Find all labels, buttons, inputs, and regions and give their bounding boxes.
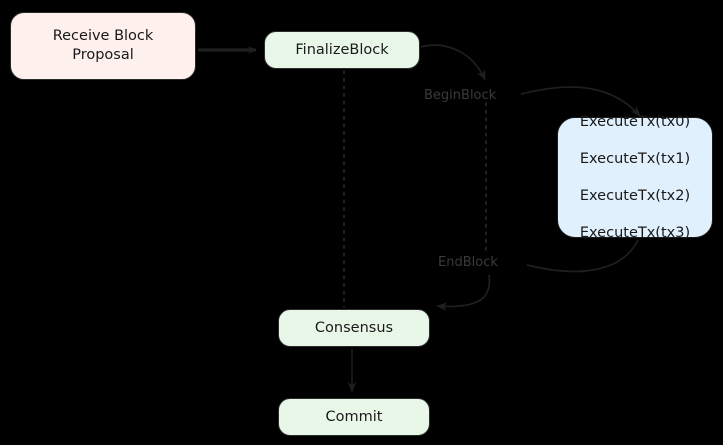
edge-endblock-to-consensus [436, 274, 491, 312]
node-commit[interactable]: Commit [278, 398, 430, 436]
node-receive-block-proposal-label: Receive Block Proposal [52, 28, 154, 63]
node-consensus-label: Consensus [314, 319, 394, 336]
edge-label-begin-block: BeginBlock [424, 88, 497, 103]
execute-tx-line-2: ExecuteTx(tx2) [579, 187, 691, 204]
node-consensus[interactable]: Consensus [278, 309, 430, 347]
node-finalize-block[interactable]: FinalizeBlock [264, 31, 420, 69]
execute-tx-line-0: ExecuteTx(tx0) [579, 113, 691, 130]
execute-tx-line-1: ExecuteTx(tx1) [579, 150, 691, 167]
edge-label-end-block: EndBlock [438, 255, 498, 270]
node-execute-tx[interactable]: ExecuteTx(tx0) ExecuteTx(tx1) ExecuteTx(… [557, 114, 713, 241]
edge-finalize-to-beginblock [420, 44, 486, 81]
execute-tx-line-3: ExecuteTx(tx3) [579, 224, 691, 241]
node-finalize-block-label: FinalizeBlock [295, 41, 389, 58]
execute-tx-line-list: ExecuteTx(tx0) ExecuteTx(tx1) ExecuteTx(… [580, 94, 690, 261]
node-receive-block-proposal[interactable]: Receive Block Proposal [10, 12, 196, 80]
edge-beginblock-to-executetx [520, 86, 641, 117]
node-commit-label: Commit [325, 408, 383, 425]
edge-executetx-to-endblock [526, 239, 639, 273]
